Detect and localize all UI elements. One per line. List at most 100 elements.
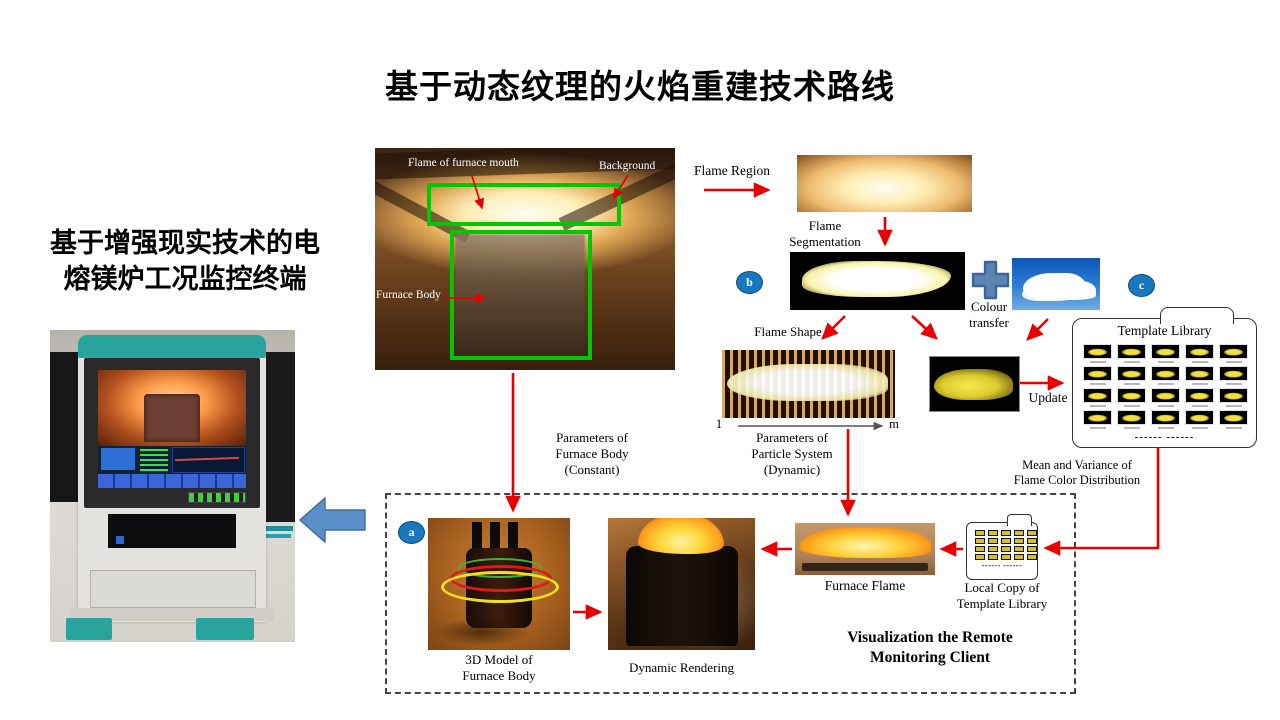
update-label: Update — [1028, 390, 1068, 405]
arrow-seg-to-transfer — [911, 315, 938, 340]
template-thumbnail — [1151, 344, 1180, 363]
template-thumbnail — [1117, 388, 1146, 407]
template-thumbnail — [1219, 410, 1248, 429]
local-copy-grid — [975, 530, 1037, 560]
local-copy-thumbnail — [975, 530, 985, 536]
params-furnace-label: Parameters of Furnace Body (Constant) — [537, 430, 647, 478]
local-copy-thumbnail — [1001, 530, 1011, 536]
flame-segmentation-line2: Segmentation — [789, 233, 861, 249]
local-copy-thumbnail — [1014, 530, 1024, 536]
flame-region-label: Flame Region — [693, 163, 771, 178]
local-copy-thumbnail — [975, 546, 985, 552]
template-thumbnail — [1151, 366, 1180, 385]
local-copy-thumbnail — [1027, 546, 1037, 552]
blue-block-arrow-shape — [299, 497, 366, 543]
local-copy-line1: Local Copy of — [964, 580, 1040, 595]
template-library-box: Template Library ------ ------ — [1072, 318, 1257, 448]
terminal-screen — [98, 370, 246, 488]
params-particle-line2: Particle System — [751, 445, 833, 461]
params-furnace-line2: Furnace Body — [555, 445, 629, 461]
params-particle-line1: Parameters of — [756, 430, 828, 445]
rendered-cylinder — [626, 546, 738, 646]
template-thumbnail — [1083, 388, 1112, 407]
plus-icon-shape — [971, 260, 1010, 300]
terminal-foot-left — [66, 618, 112, 640]
badge-b: b — [736, 271, 763, 294]
flame-region-green-box — [427, 183, 621, 226]
local-copy-thumbnail — [1014, 546, 1024, 552]
cable-decoration — [265, 534, 291, 538]
mean-variance-line1: Mean and Variance of — [1022, 458, 1132, 472]
colour-transfer-line2: transfer — [969, 314, 1009, 330]
particle-system-image — [722, 350, 895, 418]
flame-segmentation-image — [790, 252, 965, 310]
yellow-ring — [441, 571, 559, 603]
template-thumbnail — [1219, 344, 1248, 363]
template-library-ellipsis: ------ ------ — [1134, 431, 1195, 443]
flame-segmentation-label: Flame Segmentation — [775, 218, 875, 250]
local-copy-thumbnail — [975, 554, 985, 560]
template-thumbnail — [1185, 388, 1214, 407]
model-rod — [490, 522, 500, 550]
model-rod — [508, 522, 518, 550]
terminal-caption-line2: 熔镁炉工况监控终端 — [63, 263, 307, 294]
model-rod — [472, 522, 482, 550]
visualization-label: Visualization the Remote Monitoring Clie… — [795, 628, 1065, 668]
params-furnace-line1: Parameters of — [556, 430, 628, 445]
screen-furnace-scene — [98, 370, 246, 446]
trend-line — [174, 456, 240, 461]
rendered-top-flame — [638, 518, 724, 554]
template-library-title: Template Library — [1117, 323, 1212, 338]
visualization-line1: Visualization the Remote — [847, 629, 1013, 646]
template-thumbnail — [1219, 388, 1248, 407]
screen-furnace-cylinder — [144, 394, 200, 442]
model-3d-line1: 3D Model of — [465, 652, 533, 667]
arrow-cloud-to-transfer — [1026, 318, 1049, 341]
model-3d-line2: Furnace Body — [462, 667, 536, 683]
local-copy-thumbnail — [988, 546, 998, 552]
local-copy-ellipsis: ------ ------ — [981, 561, 1023, 570]
furnace-body-label: Furnace Body — [376, 289, 441, 301]
segmented-flame-shape — [802, 261, 951, 298]
template-thumbnail — [1185, 366, 1214, 385]
local-copy-thumbnail — [1027, 530, 1037, 536]
local-copy-line2: Template Library — [956, 595, 1048, 611]
local-copy-thumbnail — [1027, 538, 1037, 544]
terminal-foot-right — [196, 618, 254, 640]
local-copy-thumbnail — [975, 538, 985, 544]
axis-end-label: m — [889, 417, 899, 431]
badge-c: c — [1128, 274, 1155, 297]
local-copy-thumbnail — [1001, 538, 1011, 544]
terminal-pc-unit — [108, 514, 236, 548]
plus-icon — [971, 260, 1010, 300]
template-thumbnail — [1083, 410, 1112, 429]
screen-status-bar — [98, 474, 246, 488]
template-thumbnail — [1151, 388, 1180, 407]
terminal-caption: 基于增强现实技术的电 熔镁炉工况监控终端 — [18, 226, 352, 297]
terminal-caption-line1: 基于增强现实技术的电 — [50, 228, 320, 258]
local-copy-thumbnail — [1027, 554, 1037, 560]
local-copy-box: ------ ------ — [966, 522, 1038, 580]
local-copy-thumbnail — [1014, 538, 1024, 544]
flame-base — [802, 563, 928, 571]
template-thumbnail — [1185, 410, 1214, 429]
params-particle-line3: (Dynamic) — [763, 461, 821, 477]
furnace-3d-model-image — [428, 518, 570, 650]
template-thumbnail — [1117, 366, 1146, 385]
template-thumbnail — [1117, 410, 1146, 429]
terminal-base — [70, 608, 274, 621]
local-copy-thumbnail — [988, 538, 998, 544]
colour-transfer-line1: Colour — [970, 299, 1008, 314]
model-shadow — [434, 618, 530, 646]
flame-shape-overlay — [727, 363, 889, 401]
visualization-line2: Monitoring Client — [869, 649, 991, 667]
background-monitor-right — [262, 352, 295, 522]
cable-decoration — [263, 526, 293, 531]
axis-start-label: 1 — [715, 417, 723, 431]
background-label: Background — [599, 160, 656, 172]
screen-info-box — [101, 448, 135, 470]
local-copy-thumbnail — [988, 530, 998, 536]
flame-shape-label: Flame Shape — [754, 324, 822, 339]
flame-segmentation-line1: Flame — [808, 218, 842, 233]
